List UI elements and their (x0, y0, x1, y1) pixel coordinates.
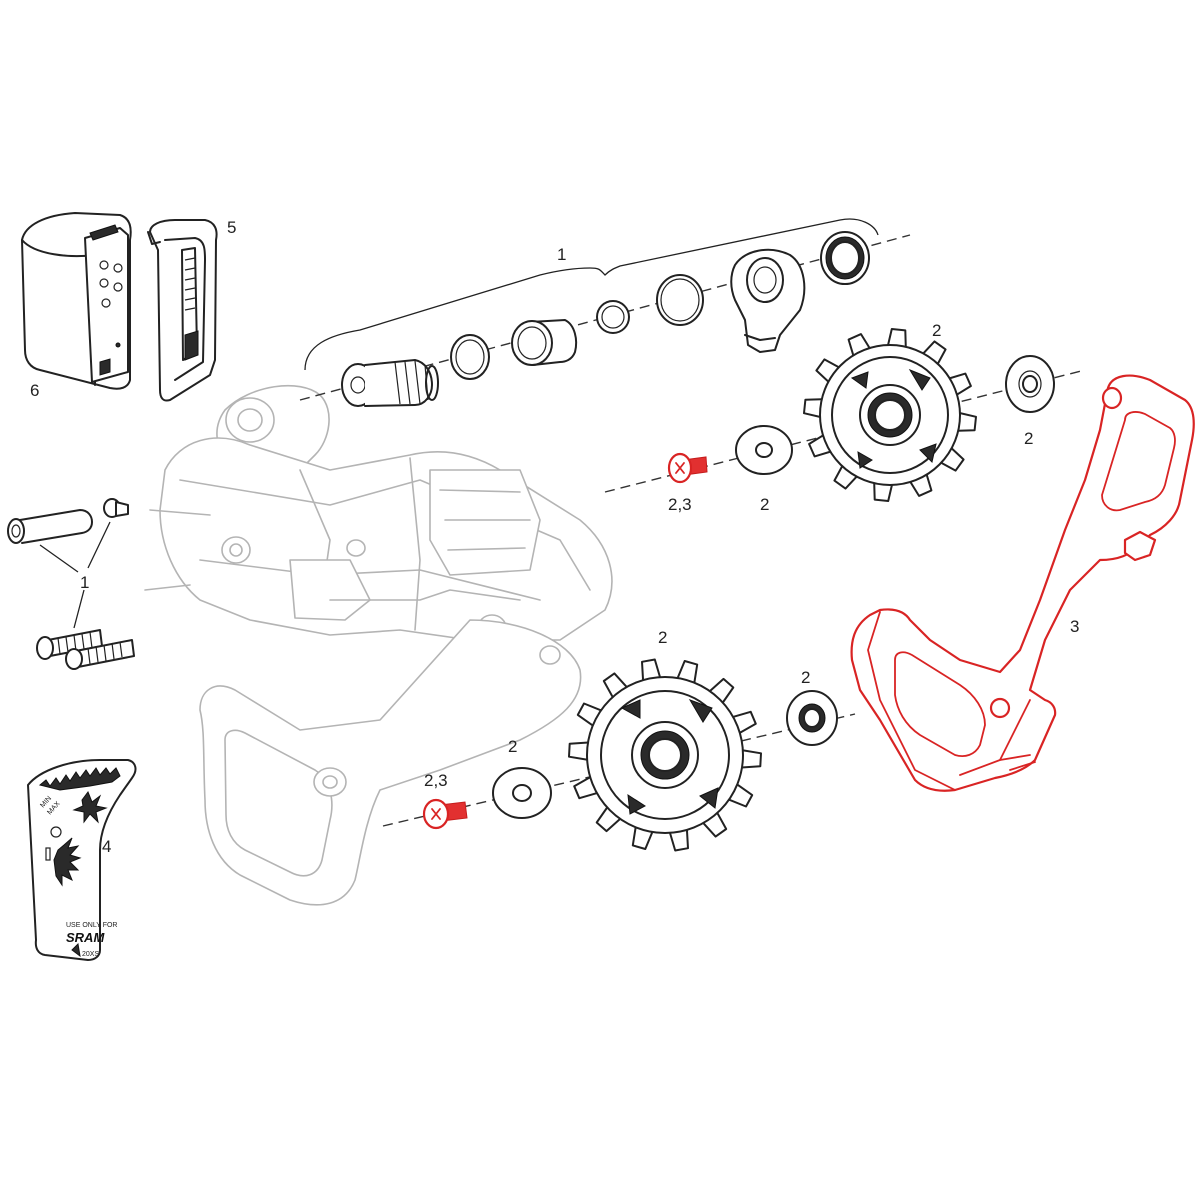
washer-upper-left (735, 425, 793, 475)
battery (21, 212, 132, 390)
callout-pulley-upper: 2 (932, 321, 941, 340)
callout-screw-upper: 2,3 (668, 495, 692, 514)
callout-washer-upper-right: 2 (1024, 429, 1033, 448)
washer-lower-right (786, 690, 838, 746)
callout-washer-lower-left: 2 (508, 737, 517, 756)
bolt-kit-left (7, 498, 135, 670)
b-knuckle-plate (730, 248, 806, 353)
callout-washer-lower-right: 2 (801, 668, 810, 687)
pulley-upper (803, 328, 977, 502)
chainring-gauge-tool: MIN MAX USE ONLY FOR SRAM 20XS (27, 759, 137, 961)
washer-lower-left (492, 767, 552, 819)
tool-brand-logo: SRAM (66, 930, 105, 945)
screw-upper (667, 452, 708, 484)
callout-chainring-tool: 4 (102, 837, 111, 856)
callout-battery: 6 (30, 381, 39, 400)
callout-bolt-kit-top: 1 (557, 245, 566, 264)
bolt-kit-top: 1 (299, 218, 911, 407)
callout-washer-upper-left: 2 (760, 495, 769, 514)
bearing (820, 231, 870, 285)
pulley-lower (568, 658, 762, 852)
callout-screw-lower: 2,3 (424, 771, 448, 790)
cage-plate-inner (850, 374, 1195, 792)
callout-cage-plate: 3 (1070, 617, 1079, 636)
b-bolt (341, 359, 439, 407)
washer-upper-right (1005, 355, 1055, 413)
tool-use-only-label: USE ONLY FOR (66, 922, 117, 929)
pivot-sleeve (511, 319, 578, 366)
seal-ring (656, 274, 704, 326)
callout-battery-cover: 5 (227, 218, 236, 237)
callout-pulley-lower: 2 (658, 628, 667, 647)
spacer-ring (450, 334, 490, 380)
tool-model-label: 20XS (82, 951, 99, 958)
battery-cover (147, 219, 218, 402)
screw-lower (422, 798, 468, 830)
callout-bolt-kit-left: 1 (80, 573, 89, 592)
derailleur-body-ghost (144, 384, 613, 906)
